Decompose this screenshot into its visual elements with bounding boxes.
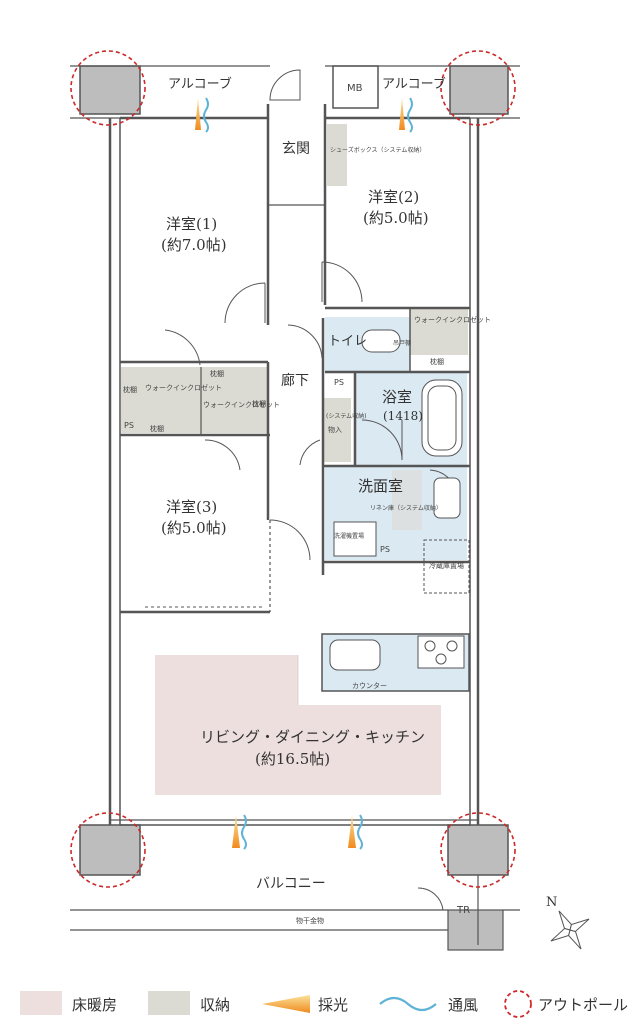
entrance-label: 玄関 (282, 140, 310, 157)
ps-wash-label: PS (380, 545, 390, 554)
wic-left2-label: ウォークインクロゼット (203, 400, 280, 409)
daylight-icon (348, 815, 356, 848)
ldk-name: リビング・ダイニング・キッチン (200, 728, 425, 746)
toilet-bowl (361, 329, 401, 353)
storage-swatch (148, 991, 190, 1015)
system-storage-label: (システム収納) (326, 412, 367, 420)
pillar-br (447, 824, 509, 876)
legend-label-floor-heating: 床暖房 (72, 996, 117, 1014)
alcove-left-label: アルコーブ (168, 76, 232, 92)
hall-storage (323, 398, 351, 462)
bed3-name: 洋室(3) (166, 498, 217, 516)
daylight-marks (195, 98, 405, 848)
shelf-right-label: 枕棚 (430, 357, 444, 366)
counter-label: カウンター (352, 681, 387, 690)
legend-label-daylight: 採光 (318, 996, 348, 1014)
washer (333, 521, 377, 557)
ventilation-icon (357, 814, 363, 850)
bath-name: 浴室 (382, 388, 412, 406)
legend-label-out-pole: アウトポール (538, 996, 628, 1014)
toilet-label: トイレ (328, 334, 367, 349)
shelf-d-label: 枕棚 (150, 424, 164, 433)
ventilation-icon (203, 97, 209, 133)
linen-label: リネン庫（システム収納） (370, 504, 442, 512)
daylight-icon (399, 98, 405, 130)
stove (417, 635, 465, 669)
tr-label: TR (456, 905, 470, 916)
pillar-tr (449, 65, 509, 115)
doors (164, 69, 459, 911)
shoe-box-label: シューズボックス（システム収納） (330, 146, 425, 154)
bed2-name: 洋室(2) (368, 188, 419, 206)
legend: 床暖房 収納 採光 通風 アウトポール (20, 990, 628, 1018)
pillar-tl (79, 65, 141, 115)
ps-left-label: PS (124, 421, 134, 430)
daylight-icon (195, 98, 201, 130)
shelf-b-label: 枕棚 (210, 369, 224, 378)
fridge-label: 冷蔵庫置場 (429, 561, 464, 570)
sink (329, 639, 381, 671)
pillar-bl (79, 824, 141, 876)
room-labels: アルコーブ アルコーブ MB 玄関 シューズボックス（システム収納） 洋室(2)… (123, 76, 491, 925)
floor-heating-area (155, 655, 298, 795)
storage-label: 物入 (328, 425, 342, 434)
wic-left1-label: ウォークインクロゼット (145, 383, 222, 392)
laundry-rail-label: 物干金物 (296, 916, 324, 925)
ventilation-icon (241, 814, 247, 850)
wash-basin (433, 477, 461, 519)
out-poles (70, 50, 516, 888)
shelf-a-label: 枕棚 (123, 385, 137, 394)
floor-heating-area-2 (298, 705, 441, 795)
out-pole-icon (504, 990, 532, 1018)
out-pole-icon (440, 50, 516, 126)
bed3-size: (約5.0帖) (161, 519, 227, 537)
bed1-size: (約7.0帖) (161, 236, 227, 254)
washer-label: 洗濯機置場 (334, 532, 364, 540)
walls (70, 65, 520, 945)
shoe-box-storage (327, 124, 347, 186)
wic-left2-storage (201, 367, 267, 433)
bath-size: (1418) (383, 409, 423, 423)
bed2-size: (約5.0帖) (363, 209, 429, 227)
fixtures (329, 329, 465, 671)
ventilation-marks (203, 97, 413, 850)
compass-icon (550, 910, 590, 950)
mb-label: MB (347, 83, 363, 94)
floor-heating-swatch (20, 991, 62, 1015)
washroom-label: 洗面室 (358, 477, 403, 495)
out-pole-icon (70, 812, 146, 888)
out-pole-icon (440, 812, 516, 888)
ventilation-icon (407, 97, 413, 133)
daylight-icon (262, 995, 310, 1013)
wic-left1-storage (121, 367, 201, 433)
legend-label-ventilation: 通風 (448, 996, 478, 1014)
ventilation-icon (379, 996, 437, 1012)
bathtub (421, 379, 463, 457)
bed1-name: 洋室(1) (166, 215, 217, 233)
alcove-right-label: アルコーブ (382, 76, 446, 92)
wic-right-storage (410, 308, 468, 355)
pillar-tr-small (447, 909, 504, 951)
shelf-c-label: 枕棚 (252, 399, 266, 408)
hall-label: 廊下 (281, 372, 309, 389)
toilet-shelf-label: 吊戸棚 (393, 339, 411, 347)
linen-storage (392, 470, 422, 530)
north-label: N (546, 895, 557, 910)
legend-label-storage: 収納 (200, 996, 230, 1014)
ps-hall-label: PS (334, 378, 344, 387)
daylight-icon (232, 815, 240, 848)
balcony-label: バルコニー (256, 876, 326, 892)
out-pole-icon (70, 50, 146, 126)
ldk-size: (約16.5帖) (255, 750, 330, 768)
wic-right-label: ウォークインクロゼット (414, 315, 491, 324)
north-arrow: N (546, 895, 590, 950)
